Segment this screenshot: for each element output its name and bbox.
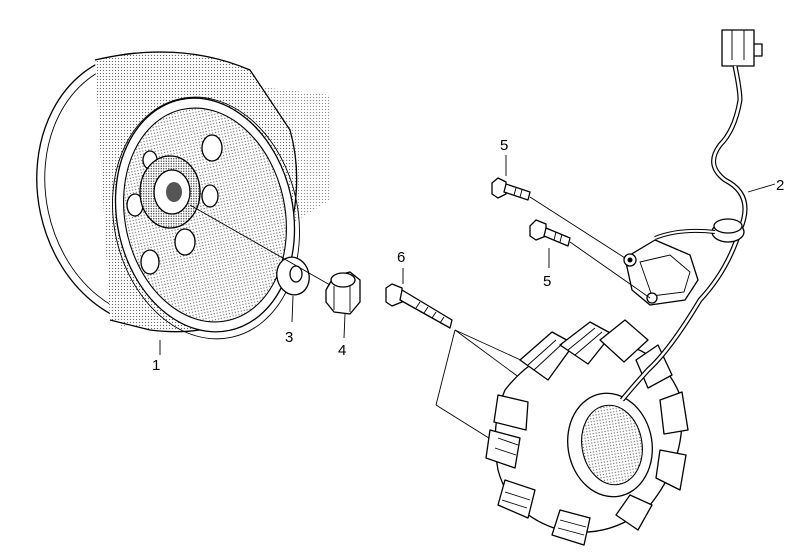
stator-bolt: [385, 283, 453, 329]
stator: [485, 319, 689, 546]
stator-bolt-leaders: [435, 329, 526, 446]
pulser-bolt-upper: [491, 177, 531, 201]
washer: [276, 256, 310, 296]
callout-leaders: [159, 155, 776, 355]
callout-6: 6: [397, 249, 405, 266]
leader-3: [291, 295, 294, 323]
leader-4: [343, 313, 346, 339]
callout-2: 2: [776, 177, 784, 194]
pulser: [623, 239, 699, 306]
flywheel: [36, 51, 330, 340]
callout-1: 1: [152, 357, 160, 374]
pulser-bolt-lower: [529, 219, 571, 247]
callout-3: 3: [285, 329, 293, 346]
callout-4: 4: [338, 342, 346, 359]
pulser-bolt-lower-leader: [569, 241, 651, 299]
wire-harness: [620, 29, 763, 402]
nut: [325, 271, 361, 315]
coil-poles: [485, 319, 689, 546]
pulser-bolt-upper-leader: [529, 196, 626, 259]
axis-leader: [189, 204, 331, 286]
leader-2: [747, 183, 776, 193]
callout-5-lower: 5: [543, 273, 551, 290]
callout-5-upper: 5: [500, 137, 508, 154]
